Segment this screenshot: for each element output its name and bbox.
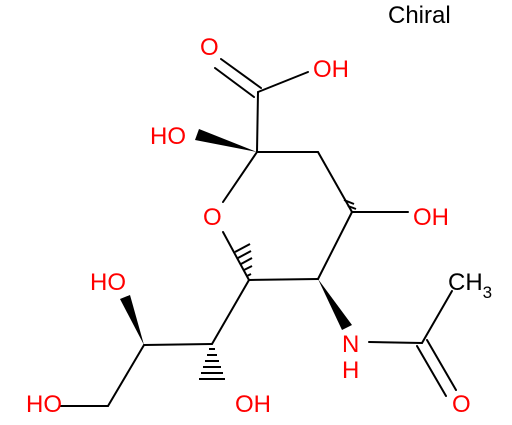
- bond-c2-ringo: [222, 151, 258, 203]
- bond-c3-c4: [317, 151, 353, 213]
- atom-ring-oh: OH: [413, 204, 449, 231]
- atom-amide-h: H: [342, 357, 359, 384]
- atom-side-ho: HO: [90, 269, 126, 296]
- atom-side-oh: OH: [235, 391, 271, 418]
- atom-anomeric-ho: HO: [150, 123, 186, 150]
- bond-n-amide-c: [368, 341, 423, 344]
- wedge-c2-anomeric-oh: [195, 129, 257, 152]
- wedge-c5-n: [318, 279, 352, 330]
- bond-c4-c5: [317, 211, 353, 280]
- bond-carboxyl-c2: [256, 91, 259, 153]
- atom-methyl: CH3: [448, 269, 492, 302]
- bond-carboxyl-oh: [257, 71, 309, 93]
- bond-c7-c8: [143, 343, 213, 346]
- atom-amide-n: N: [342, 331, 359, 358]
- atom-carboxyl-o: O: [200, 34, 219, 61]
- atom-carboxyl-oh: OH: [313, 56, 349, 83]
- bond-carboxyl-co-b: [214, 67, 255, 98]
- hash-c7-oh: [199, 348, 225, 380]
- bond-c6-ringo: [222, 231, 250, 281]
- bond-c5-c6: [248, 278, 319, 281]
- chirality-flag: Chiral: [388, 2, 451, 29]
- atom-ring-o: O: [203, 204, 222, 231]
- bond-amide-co-a: [426, 339, 457, 391]
- methyl-ch: CH: [448, 269, 483, 296]
- bond-amide-c-methyl: [421, 290, 453, 344]
- bond-carboxyl-co-a: [220, 58, 262, 89]
- bond-c8-c9: [107, 344, 145, 407]
- atom-amide-o: O: [452, 391, 471, 418]
- methyl-subscript: 3: [483, 283, 492, 302]
- bond-c6-c7: [211, 279, 250, 345]
- wedge-c8-side-oh: [120, 295, 144, 345]
- atom-terminal-ho: HO: [26, 391, 62, 418]
- hash-c6: [234, 243, 253, 277]
- bond-amide-co-b: [416, 345, 447, 397]
- hash-c4-ring: [343, 199, 357, 210]
